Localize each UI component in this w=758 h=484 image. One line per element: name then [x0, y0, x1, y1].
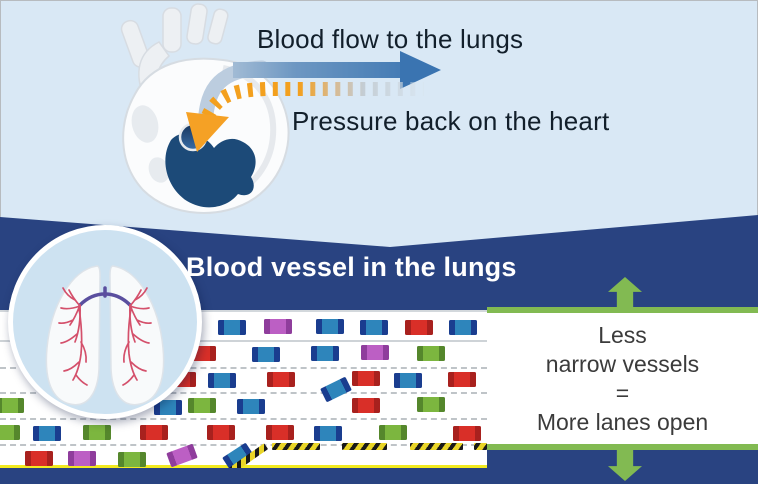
panel-line-2: narrow vessels [545, 350, 700, 377]
car [0, 425, 20, 440]
car [360, 320, 388, 335]
car [379, 425, 407, 440]
blood-flow-arrow [233, 51, 441, 89]
expand-bar-bottom [487, 444, 758, 450]
lungs-inset [8, 225, 202, 419]
car [417, 346, 445, 361]
car [394, 373, 422, 388]
car [311, 346, 339, 361]
caution-tape [272, 443, 320, 450]
car [0, 398, 24, 413]
car [417, 397, 445, 412]
car [25, 451, 53, 466]
car [405, 320, 433, 335]
car [449, 320, 477, 335]
flow-arrows [186, 51, 441, 152]
lungs-icon [45, 265, 165, 406]
car [267, 372, 295, 387]
panel-line-3: = [615, 379, 630, 406]
car [207, 425, 235, 440]
summary-panel: Less narrow vessels = More lanes open [487, 313, 758, 444]
caution-tape [342, 443, 387, 450]
car [218, 320, 246, 335]
lung-vessels [58, 287, 152, 386]
car [448, 372, 476, 387]
car [352, 398, 380, 413]
car [83, 425, 111, 440]
section-title: Blood vessel in the lungs [186, 252, 517, 282]
car [140, 425, 168, 440]
bronchi-vessel [78, 286, 132, 307]
car [68, 451, 96, 466]
expand-bar-top [487, 307, 758, 313]
car [252, 347, 280, 362]
car [352, 371, 380, 386]
car [33, 426, 61, 441]
heart-ventricle [165, 133, 256, 208]
car [188, 398, 216, 413]
car [361, 345, 389, 360]
car [208, 373, 236, 388]
lane-line [0, 392, 487, 394]
caution-tape [474, 443, 487, 450]
pressure-arrow [186, 82, 424, 152]
caution-tape [410, 443, 463, 450]
panel-line-1: Less [598, 321, 647, 348]
flow-label: Blood flow to the lungs [257, 24, 524, 54]
car [264, 319, 292, 334]
pressure-label: Pressure back on the heart [292, 106, 610, 136]
lane-line [0, 418, 487, 420]
car [316, 319, 344, 334]
lane-line [0, 340, 487, 342]
car [266, 425, 294, 440]
lane-line [0, 367, 487, 369]
car [118, 452, 146, 467]
car [320, 376, 352, 403]
car [237, 399, 265, 414]
car [166, 443, 198, 468]
panel-line-4: More lanes open [536, 408, 709, 435]
car [453, 426, 481, 441]
road-edge-line [0, 465, 487, 468]
car [314, 426, 342, 441]
car [154, 400, 182, 415]
